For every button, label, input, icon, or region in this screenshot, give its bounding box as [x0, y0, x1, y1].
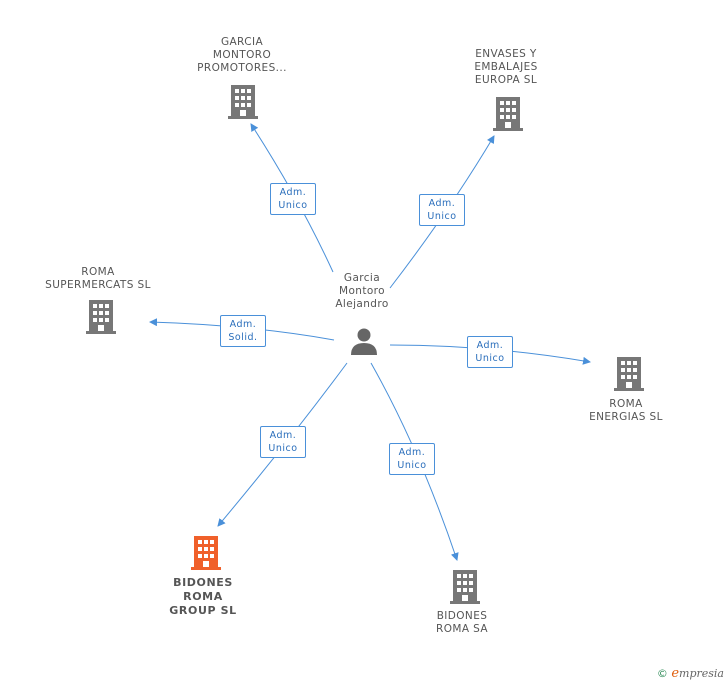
company-label-garcia[interactable]: GARCIA MONTORO PROMOTORES... [197, 36, 287, 74]
building-icon[interactable] [450, 570, 480, 604]
building-icon[interactable] [86, 300, 116, 334]
building-icon[interactable] [614, 357, 644, 391]
building-icon[interactable] [228, 85, 258, 119]
role-badge-roma-super[interactable]: Adm. Solid. [220, 315, 266, 347]
company-label-roma-super[interactable]: ROMA SUPERMERCATS SL [45, 266, 151, 291]
company-label-envases[interactable]: ENVASES Y EMBALAJES EUROPA SL [474, 48, 538, 86]
role-badge-roma-energias[interactable]: Adm. Unico [467, 336, 513, 368]
brand-name: mpresia [679, 667, 724, 680]
building-icon[interactable] [493, 97, 523, 131]
role-badge-envases[interactable]: Adm. Unico [419, 194, 465, 226]
company-label-bidones-group[interactable]: BIDONES ROMA GROUP SL [169, 576, 237, 617]
company-label-roma-energias[interactable]: ROMA ENERGIAS SL [589, 398, 663, 423]
building-icon-highlighted[interactable] [191, 536, 221, 570]
brand-initial: e [671, 666, 680, 681]
company-label-bidones-sa[interactable]: BIDONES ROMA SA [436, 610, 488, 635]
footer-brand[interactable]: © empresia [657, 666, 724, 681]
person-icon[interactable] [349, 326, 379, 356]
copyright-icon: © [656, 667, 668, 680]
role-badge-garcia[interactable]: Adm. Unico [270, 183, 316, 215]
role-badge-bidones-group[interactable]: Adm. Unico [260, 426, 306, 458]
center-person-name[interactable]: Garcia Montoro Alejandro [335, 272, 389, 310]
role-badge-bidones-sa[interactable]: Adm. Unico [389, 443, 435, 475]
